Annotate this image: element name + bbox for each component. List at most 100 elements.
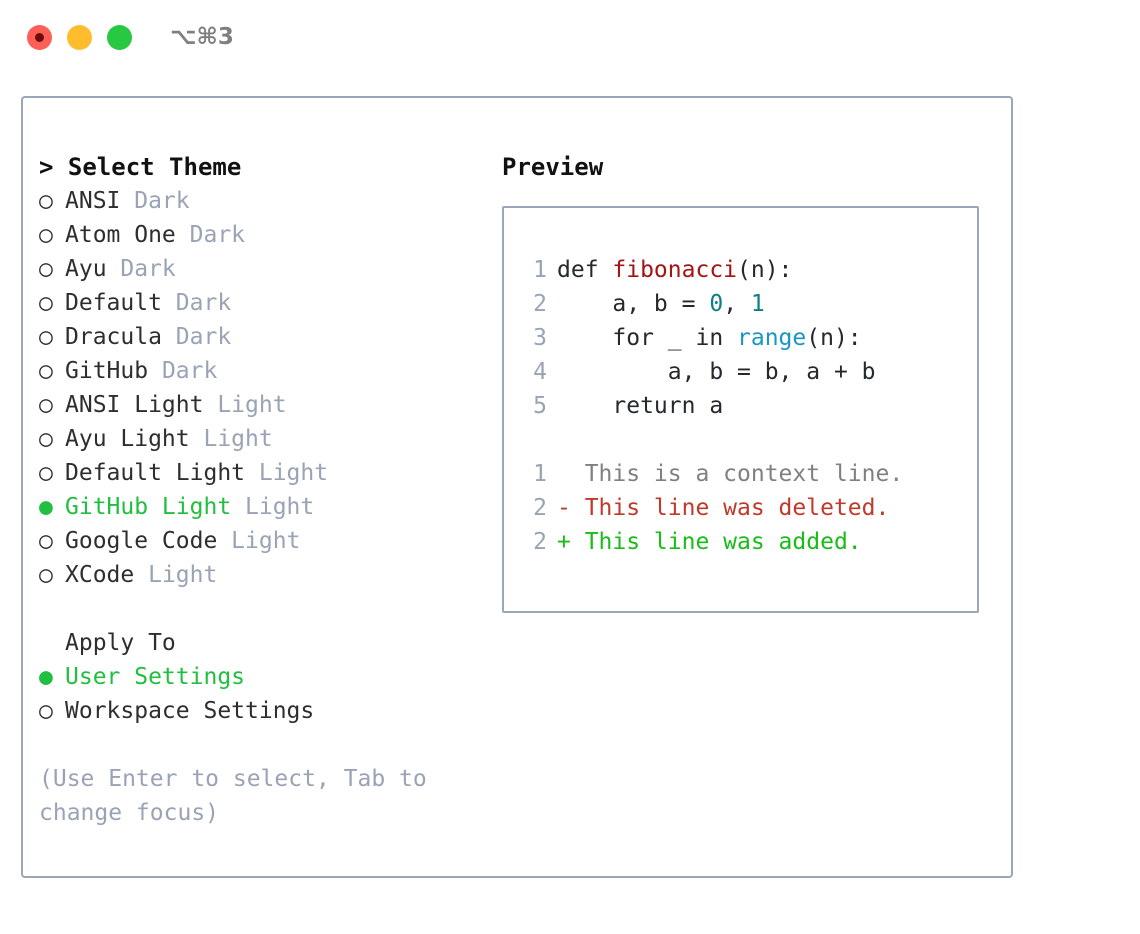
- code-token: 1: [750, 291, 765, 317]
- radio-unselected-icon: ○: [39, 358, 53, 384]
- theme-option-kind: Light: [217, 528, 301, 554]
- line-number: 2: [533, 495, 547, 521]
- code-token: (n):: [806, 325, 862, 351]
- radio-unselected-icon: ○: [39, 562, 53, 588]
- theme-option-label: ANSI Light: [65, 392, 204, 418]
- close-button-icon[interactable]: [27, 25, 52, 50]
- line-number: 5: [533, 393, 547, 419]
- theme-option-kind: Light: [231, 494, 315, 520]
- main-panel: > Select Theme ○ANSI Dark○Atom One Dark○…: [21, 96, 1013, 878]
- code-token: for _ in: [557, 325, 738, 351]
- radio-unselected-icon: ○: [39, 256, 53, 282]
- theme-list[interactable]: ○ ANSI Dark ○ Atom One Dark ○ Ayu Dark ○ Defaul…: [39, 184, 479, 592]
- theme-option-label: GitHub: [65, 358, 149, 384]
- theme-option-label: Default: [65, 290, 162, 316]
- theme-option-kind: Dark: [106, 256, 176, 282]
- theme-option-kind: Dark: [175, 222, 246, 248]
- theme-option-label: Ayu Light: [65, 426, 190, 452]
- select-theme-heading: > Select Theme: [39, 153, 242, 181]
- list-spacer: [39, 592, 479, 626]
- theme-option-dracula[interactable]: ○Dracula Dark: [39, 320, 479, 354]
- window-controls: [27, 25, 132, 50]
- theme-option-label: ANSI: [65, 188, 121, 214]
- line-number: 3: [533, 325, 547, 351]
- theme-option-kind: Light: [203, 392, 287, 418]
- code-line: 4 a, b = b, a + b: [521, 355, 903, 389]
- radio-unselected-icon: ○: [39, 426, 53, 452]
- radio-unselected-icon: ○: [39, 222, 53, 248]
- minimize-button-icon[interactable]: [67, 25, 92, 50]
- apply-to-list[interactable]: ● User Settings ○ Workspace Settings: [39, 660, 479, 728]
- radio-unselected-icon: ○: [39, 698, 53, 724]
- theme-option-label: Dracula: [65, 324, 162, 350]
- line-number: 1: [533, 461, 547, 487]
- diff-line: 1 This is a context line.: [521, 457, 903, 491]
- theme-option-default[interactable]: ○ Default Dark: [39, 286, 479, 320]
- keyboard-hint-text: (Use Enter to select, Tab to change focu…: [39, 766, 427, 826]
- theme-option-ayu[interactable]: ○ Ayu Dark: [39, 252, 479, 286]
- code-token: range: [737, 325, 807, 351]
- code-token: fibonacci: [612, 257, 738, 283]
- theme-option-kind: Light: [245, 460, 329, 486]
- radio-unselected-icon: ○: [39, 460, 53, 486]
- code-token: 0: [709, 291, 724, 317]
- theme-option-github-light[interactable]: ● GitHub Light Light: [39, 490, 479, 524]
- title-bar: ⌥⌘3: [0, 0, 1140, 78]
- theme-option-default-light[interactable]: ○ Default Light Light: [39, 456, 479, 490]
- theme-option-ayu-light[interactable]: ○ Ayu Light Light: [39, 422, 479, 456]
- theme-option-xcode[interactable]: ○XCode Light: [39, 558, 479, 592]
- diff-text: - This line was deleted.: [557, 495, 890, 521]
- theme-option-kind: Dark: [161, 290, 232, 316]
- theme-option-kind: Dark: [161, 324, 232, 350]
- theme-option-label: Google Code: [65, 528, 218, 554]
- code-line: 2 a, b = 0, 1: [521, 287, 903, 321]
- code-line: 3 for _ in range(n):: [521, 321, 903, 355]
- line-number: 1: [533, 257, 547, 283]
- radio-unselected-icon: ○: [39, 290, 53, 316]
- theme-picker-column: > Select Theme ○ANSI Dark○Atom One Dark○…: [39, 150, 479, 830]
- window-shortcut-label: ⌥⌘3: [170, 24, 234, 50]
- diff-line: 2 - This line was deleted.: [521, 491, 903, 525]
- radio-selected-icon: ●: [39, 664, 53, 690]
- theme-option-atom-one[interactable]: ○ Atom One Dark: [39, 218, 479, 252]
- theme-option-kind: Dark: [120, 188, 190, 214]
- theme-option-label: Default Light: [65, 460, 246, 486]
- code-token: return a: [557, 393, 724, 419]
- apply-to-option-workspace-settings[interactable]: ○ Workspace Settings: [39, 694, 479, 728]
- theme-option-ansi[interactable]: ○ ANSI Dark: [39, 184, 479, 218]
- code-token: (n):: [737, 257, 793, 283]
- maximize-button-icon[interactable]: [107, 25, 132, 50]
- theme-option-label: Atom One: [65, 222, 176, 248]
- radio-unselected-icon: ○: [39, 188, 53, 214]
- theme-option-label: Ayu: [65, 256, 107, 282]
- radio-selected-icon: ●: [39, 494, 53, 520]
- code-token: def: [557, 257, 613, 283]
- code-token: ,: [723, 291, 751, 317]
- diff-text: This is a context line.: [557, 461, 904, 487]
- apply-to-option-label: User Settings: [65, 664, 246, 690]
- theme-option-kind: Light: [189, 426, 273, 452]
- theme-option-google-code[interactable]: ○ Google Code Light: [39, 524, 479, 558]
- theme-option-kind: Dark: [148, 358, 218, 384]
- theme-option-github[interactable]: ○ GitHub Dark: [39, 354, 479, 388]
- line-number: 2: [533, 529, 547, 555]
- line-number: 4: [533, 359, 547, 385]
- radio-unselected-icon: ○: [39, 528, 53, 554]
- code-line: 5 return a: [521, 389, 903, 423]
- theme-option-label: GitHub Light: [65, 494, 232, 520]
- apply-to-option-user-settings[interactable]: ● User Settings: [39, 660, 479, 694]
- apply-to-heading: Apply To: [65, 630, 176, 656]
- close-dot-icon: [35, 33, 44, 42]
- radio-unselected-icon: ○: [39, 392, 53, 418]
- theme-option-ansi-light[interactable]: ○ ANSI Light Light: [39, 388, 479, 422]
- apply-to-option-label: Workspace Settings: [65, 698, 315, 724]
- code-token: a, b = b, a + b: [557, 359, 876, 385]
- theme-option-kind: Light: [134, 562, 218, 588]
- diff-text: + This line was added.: [557, 529, 862, 555]
- code-token: a, b =: [557, 291, 710, 317]
- diff-line: 2 + This line was added.: [521, 525, 903, 559]
